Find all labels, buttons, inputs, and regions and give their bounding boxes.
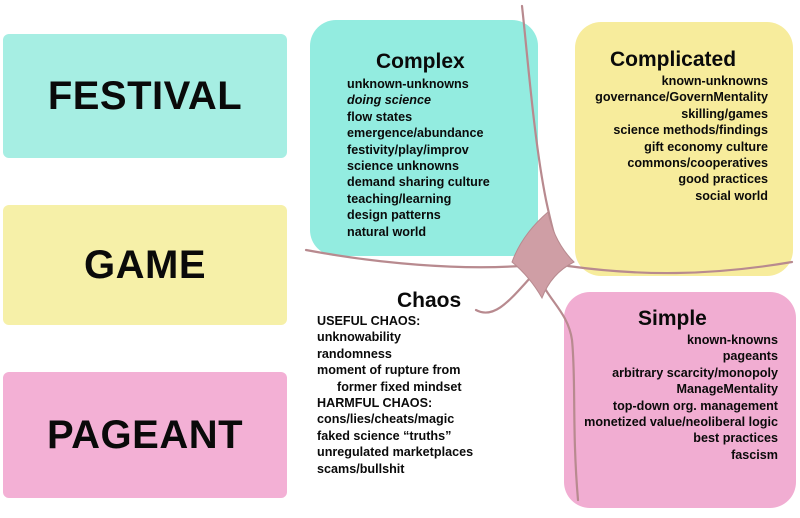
list-item: unknowability <box>317 330 401 345</box>
boundary-hook-line <box>474 276 532 314</box>
list-item: unregulated marketplaces <box>317 445 474 460</box>
list-item: monetized value/neoliberal logic <box>584 415 778 430</box>
complex-list: unknown-unknowns doing science flow stat… <box>347 76 490 240</box>
list-item: demand sharing culture <box>347 175 490 190</box>
list-item: flow states <box>347 109 413 124</box>
list-item: arbitrary scarcity/monopoly <box>612 365 778 380</box>
list-item: teaching/learning <box>347 191 452 206</box>
list-item: scams/bullshit <box>317 461 405 476</box>
list-item: known-knowns <box>687 333 778 347</box>
list-item: natural world <box>347 224 427 239</box>
chaos-list: USEFUL CHAOS: unknowability randomness m… <box>317 313 473 477</box>
list-item: faked science “truths” <box>317 428 452 443</box>
list-item: doing science <box>347 93 431 108</box>
list-item: best practices <box>693 431 778 446</box>
list-item: skilling/games <box>681 106 768 121</box>
list-item: gift economy culture <box>644 139 768 154</box>
list-item: ManageMentality <box>676 382 778 397</box>
simple-list: known-knowns pageants arbitrary scarcity… <box>584 332 778 463</box>
list-item: commons/cooperatives <box>627 156 768 171</box>
complex-title: Complex <box>376 50 465 73</box>
list-item: former fixed mindset <box>337 379 462 394</box>
pageant-label: PAGEANT <box>46 412 244 457</box>
boundary-top-line <box>520 4 562 254</box>
list-item: cons/lies/cheats/magic <box>317 412 455 427</box>
list-item: festivity/play/improv <box>347 142 469 157</box>
list-item: science methods/findings <box>613 123 768 138</box>
list-item: moment of rupture from <box>317 363 461 378</box>
list-item: HARMFUL CHAOS: <box>317 396 433 411</box>
list-item: good practices <box>678 172 768 187</box>
simple-domain-box <box>564 292 796 508</box>
list-item: emergence/abundance <box>347 126 484 141</box>
list-item: governance/GovernMentality <box>595 90 768 105</box>
list-item: top-down org. management <box>612 398 778 413</box>
list-item: pageants <box>722 349 778 364</box>
complicated-list: known-unknowns governance/GovernMentalit… <box>595 73 768 204</box>
list-item: fascism <box>731 447 778 462</box>
list-item: social world <box>695 188 768 203</box>
list-item: known-unknowns <box>661 74 768 88</box>
list-item: design patterns <box>347 208 441 223</box>
complicated-title: Complicated <box>610 48 737 71</box>
complicated-domain-box <box>575 22 793 276</box>
list-item: USEFUL CHAOS: <box>317 314 421 328</box>
boundary-left-line <box>304 248 522 269</box>
center-disorder-node <box>511 211 575 300</box>
list-item: unknown-unknowns <box>347 77 469 91</box>
simple-title: Simple <box>638 307 707 330</box>
festival-label-box: FESTIVAL <box>3 34 287 158</box>
game-label: GAME <box>84 242 206 287</box>
chaos-title: Chaos <box>397 289 462 312</box>
pageant-label-box: PAGEANT <box>3 372 287 498</box>
complex-domain-box <box>310 20 538 256</box>
list-item: randomness <box>317 346 392 361</box>
boundary-bottom-line <box>538 276 580 502</box>
game-label-box: GAME <box>3 205 287 325</box>
festival-label: FESTIVAL <box>47 73 243 118</box>
boundary-right-line <box>566 260 794 275</box>
list-item: science unknowns <box>347 159 459 174</box>
